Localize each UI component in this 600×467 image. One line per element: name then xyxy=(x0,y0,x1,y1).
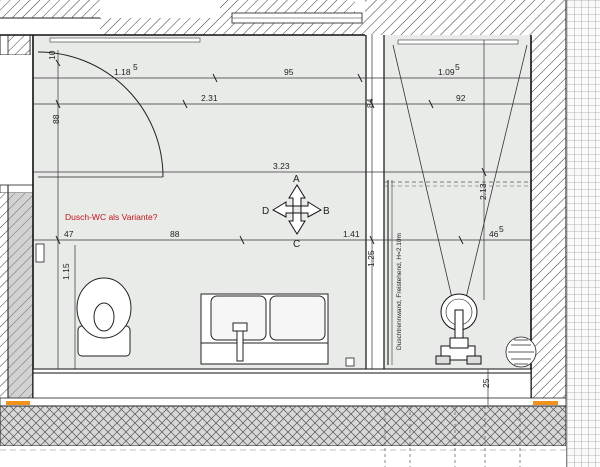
floor-slab xyxy=(0,405,567,447)
dim-47: 47 xyxy=(64,229,74,239)
variant-note: Dusch-WC als Variante? xyxy=(65,212,158,222)
dim-46: 46 xyxy=(489,229,499,239)
direction-compass xyxy=(271,184,323,235)
dim-118: 1.18 xyxy=(114,67,131,77)
dim-46-sup: 5 xyxy=(499,224,504,234)
dim-88-horizontal: 88 xyxy=(170,229,180,239)
threshold-mark-right xyxy=(533,401,558,405)
compass-d: D xyxy=(262,206,269,217)
threshold-mark-left xyxy=(6,401,30,405)
compass-b: B xyxy=(323,206,330,217)
dim-95: 95 xyxy=(284,67,294,77)
floor-drain-icon xyxy=(505,336,537,368)
dim-125: 1.25 xyxy=(366,250,376,267)
door-swing xyxy=(37,51,164,178)
top-shelf xyxy=(49,37,201,43)
dim-88-vertical: 88 xyxy=(51,114,61,124)
dim-92: 92 xyxy=(456,93,466,103)
toilet xyxy=(76,277,132,357)
compass-a: A xyxy=(293,174,300,185)
dim-84: 84 xyxy=(365,98,375,108)
shower-perspective xyxy=(392,44,528,299)
dim-141: 1.41 xyxy=(343,229,360,239)
dim-109-sup: 5 xyxy=(455,62,460,72)
dim-10: 10 xyxy=(47,50,57,60)
left-wall xyxy=(0,55,33,185)
vanity xyxy=(200,293,329,365)
shower-head xyxy=(435,293,482,365)
dim-109: 1.09 xyxy=(438,67,455,77)
dim-115: 1.15 xyxy=(61,263,71,280)
bottom-wall xyxy=(32,368,532,400)
dim-25: 25 xyxy=(481,378,491,388)
dim-323: 3.23 xyxy=(273,161,290,171)
dim-213: 2.13 xyxy=(478,183,488,200)
dim-118-sup: 5 xyxy=(133,62,138,72)
flush-plate xyxy=(35,243,45,263)
dim-231: 2.31 xyxy=(201,93,218,103)
compass-c: C xyxy=(293,239,300,250)
partition-wall xyxy=(366,35,384,369)
shower-wall-label: Duschtrennwand, Freistehend, H=2.10m xyxy=(396,233,403,350)
